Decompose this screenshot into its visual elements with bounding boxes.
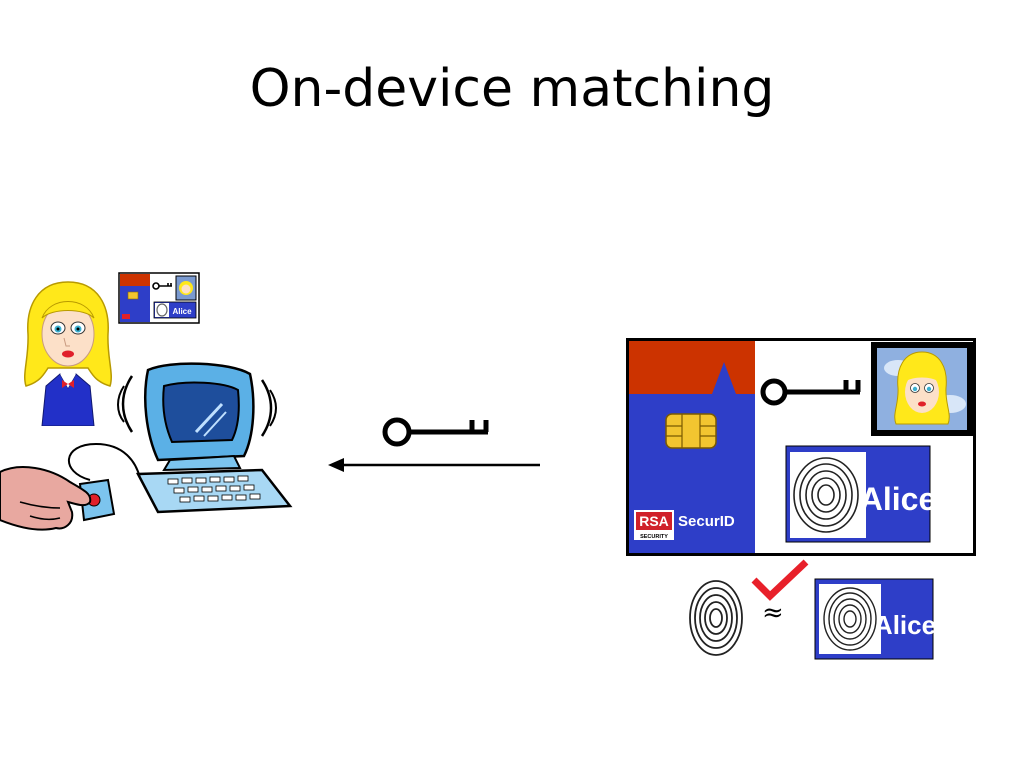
matched-template: Alice [814,578,934,660]
smart-card: RSA SECURITY SecurID [626,338,976,556]
smart-card-chip-icon [665,413,717,449]
alice-avatar [24,281,112,426]
mini-card-alice-label: Alice [172,307,192,316]
computer-with-fingerprint-reader [0,362,293,531]
key-icon [382,417,489,447]
arrow-left-icon [328,458,540,472]
checkmark-icon [751,559,809,601]
rsa-logo: RSA SECURITY [634,510,674,540]
card-key-icon [760,378,861,406]
approx-symbol: ≈ [762,598,784,628]
securid-label: SecurID [678,513,735,530]
svg-text:RSA: RSA [639,513,669,529]
matched-alice-label: Alice [874,610,934,640]
live-fingerprint-icon [689,580,743,656]
card-fingerprint-template [785,445,931,543]
page-title: On-device matching [249,59,775,119]
card-photo-alice [871,342,973,436]
mini-smart-card: Alice [118,272,200,324]
card-alice-label: Alice [860,481,936,517]
svg-text:SECURITY: SECURITY [640,534,668,540]
